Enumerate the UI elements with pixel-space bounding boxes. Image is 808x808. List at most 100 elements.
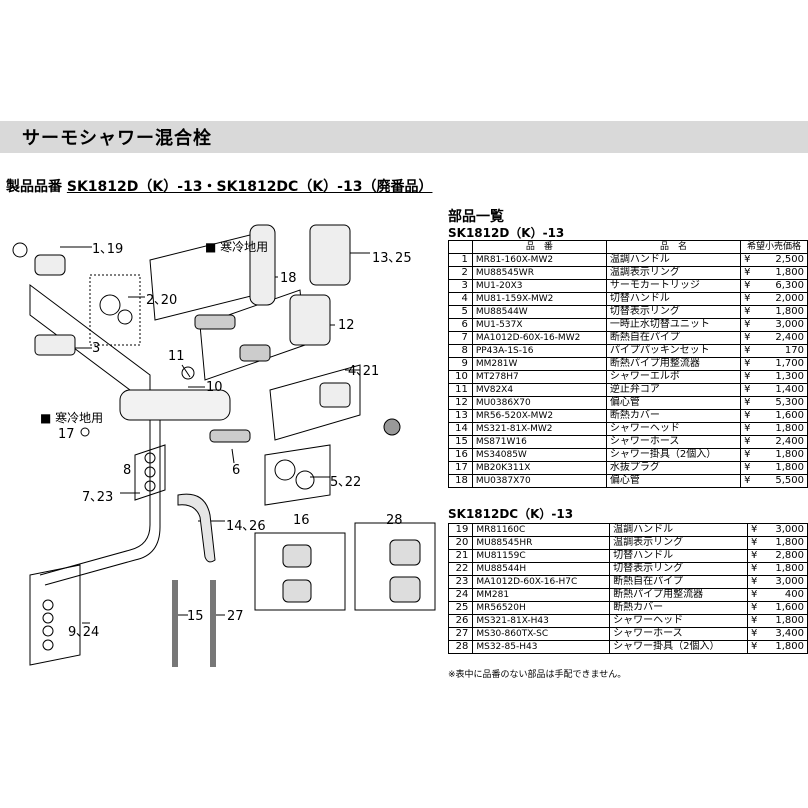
callout-5-22: 5､22 — [330, 475, 362, 490]
cell-price: ¥1,800 — [740, 448, 808, 462]
cell-code: MU88544W — [471, 305, 607, 319]
yen-sign: ¥ — [744, 462, 751, 473]
cell-name: 断熱パイプ用整流器 — [605, 357, 742, 371]
cell-no: 13 — [448, 409, 473, 423]
cell-no: 24 — [447, 588, 474, 602]
cell-price: ¥1,300 — [740, 370, 808, 384]
cell-code: MM281 — [472, 588, 611, 602]
yen-sign: ¥ — [751, 524, 758, 535]
yen-sign: ¥ — [744, 254, 751, 265]
price-value: 5,500 — [775, 475, 804, 486]
cell-code: MU88545HR — [472, 536, 611, 550]
yen-sign: ¥ — [744, 436, 751, 447]
price-value: 1,800 — [775, 641, 804, 652]
yen-sign: ¥ — [744, 267, 751, 278]
cell-price: ¥5,500 — [740, 474, 808, 488]
cell-code: MS32-85-H43 — [472, 640, 611, 654]
group1-label: SK1812D（K）-13 — [448, 226, 565, 240]
price-value: 2,800 — [775, 550, 804, 561]
cell-code: MR56520H — [472, 601, 611, 615]
price-value: 3,000 — [775, 576, 804, 587]
cell-code: MR56-520X-MW2 — [471, 409, 607, 423]
price-value: 5,300 — [775, 397, 804, 408]
yen-sign: ¥ — [744, 410, 751, 421]
yen-sign: ¥ — [751, 615, 758, 626]
cell-code: MA1012D-60X-16-MW2 — [471, 331, 607, 345]
cell-code: MU88545WR — [471, 266, 607, 280]
cell-code: MS321-81X-H43 — [472, 614, 611, 628]
callout-15: 15 — [187, 609, 204, 624]
cell-price: ¥1,800 — [740, 266, 808, 280]
cold-region-text-top: 寒冷地用 — [220, 240, 269, 254]
callout-17: 17 — [58, 427, 75, 442]
cell-code: MA1012D-60X-16-H7C — [472, 575, 611, 589]
cell-no: 3 — [448, 279, 473, 293]
cell-price: ¥170 — [740, 344, 808, 358]
yen-sign: ¥ — [744, 293, 751, 304]
header-price: 希望小売価格 — [740, 240, 808, 254]
cold-region-label-left: ■ 寒冷地用 — [40, 411, 104, 425]
cold-region-label-top: ■ 寒冷地用 — [205, 240, 269, 254]
yen-sign: ¥ — [744, 371, 751, 382]
price-value: 1,800 — [775, 462, 804, 473]
yen-sign: ¥ — [744, 280, 751, 291]
cell-no: 25 — [447, 601, 474, 615]
cell-name: 水抜プラグ — [605, 461, 742, 475]
cell-name: サーモカートリッジ — [605, 279, 742, 293]
product-line: 製品品番 SK1812D（K）-13・SK1812DC（K）-13（廃番品） — [6, 176, 432, 196]
cell-no: 23 — [447, 575, 474, 589]
price-value: 1,400 — [775, 384, 804, 395]
table-header-row: 品 番 品 名 希望小売価格 — [448, 240, 808, 254]
callout-12: 12 — [338, 318, 355, 333]
callout-11: 11 — [168, 349, 185, 364]
cell-name: シャワーホース — [605, 435, 742, 449]
cell-code: MU81159C — [472, 549, 611, 563]
price-value: 170 — [784, 345, 804, 356]
price-value: 2,000 — [775, 293, 804, 304]
cell-name: 温調表示リング — [609, 536, 749, 550]
cell-name: シャワー掛具（2個入） — [605, 448, 742, 462]
price-value: 2,500 — [775, 254, 804, 265]
cell-no: 7 — [448, 331, 473, 345]
cell-name: 断熱カバー — [609, 601, 749, 615]
cell-name: シャワーヘッド — [609, 614, 749, 628]
yen-sign: ¥ — [751, 628, 758, 639]
price-value: 6,300 — [775, 280, 804, 291]
parts-list-title: 部品一覧 — [448, 209, 504, 225]
cell-code: MU0387X70 — [471, 474, 607, 488]
callout-1-19: 1､19 — [92, 242, 124, 257]
yen-sign: ¥ — [744, 449, 751, 460]
cold-region-text-left: 寒冷地用 — [55, 411, 104, 425]
page-title: サーモシャワー混合栓 — [22, 128, 212, 149]
yen-sign: ¥ — [751, 589, 758, 600]
yen-sign: ¥ — [744, 384, 751, 395]
callout-27: 27 — [227, 609, 244, 624]
cell-name: 温調ハンドル — [605, 253, 742, 267]
cell-price: ¥2,800 — [747, 549, 808, 563]
cell-code: MU1-20X3 — [471, 279, 607, 293]
cell-no: 21 — [447, 549, 474, 563]
yen-sign: ¥ — [751, 563, 758, 574]
cell-no: 4 — [448, 292, 473, 306]
cell-price: ¥1,800 — [747, 536, 808, 550]
callout-10: 10 — [206, 380, 223, 395]
cell-price: ¥5,300 — [740, 396, 808, 410]
cell-price: ¥1,800 — [740, 461, 808, 475]
price-value: 1,800 — [775, 537, 804, 548]
cell-name: 切替ハンドル — [609, 549, 749, 563]
